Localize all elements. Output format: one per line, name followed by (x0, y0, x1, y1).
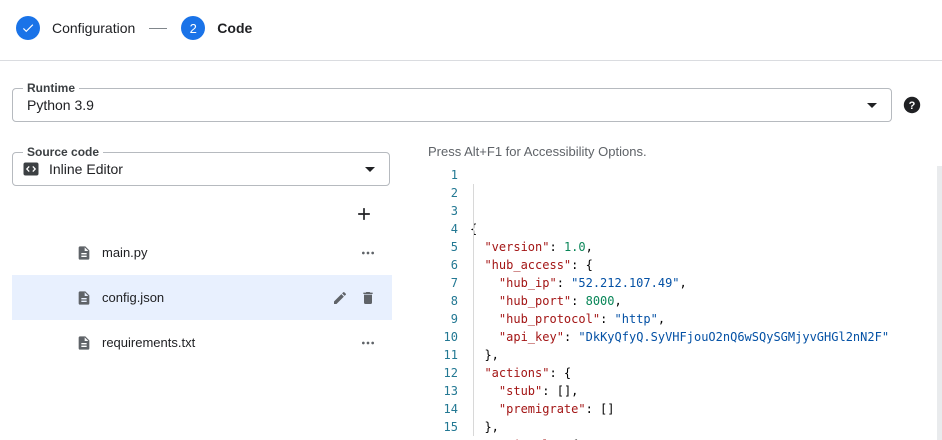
dropdown-caret-icon (365, 166, 375, 172)
step-separator (149, 27, 168, 29)
dropdown-caret-icon (867, 102, 877, 108)
header-divider (0, 60, 942, 61)
step-code[interactable]: 2 Code (181, 16, 252, 40)
delete-file-icon[interactable] (360, 290, 376, 306)
file-name: main.py (102, 245, 148, 260)
file-icon (76, 290, 92, 306)
file-row-main-py[interactable]: main.py (12, 230, 392, 275)
step2-number-badge: 2 (181, 16, 206, 40)
editor-scrollbar[interactable] (937, 166, 942, 440)
file-row-config-json[interactable]: config.json (12, 275, 392, 320)
editor-code[interactable]: { "version": 1.0, "hub_access": { "hub_i… (470, 166, 942, 440)
more-options-icon[interactable] (360, 245, 376, 261)
source-value: Inline Editor (49, 161, 123, 177)
step2-label: Code (217, 20, 253, 36)
accessibility-hint: Press Alt+F1 for Accessibility Options. (428, 144, 647, 159)
file-name: requirements.txt (102, 335, 196, 350)
svg-text:?: ? (909, 100, 916, 112)
editor-panel: Press Alt+F1 for Accessibility Options. … (428, 142, 942, 440)
stepper: Configuration 2 Code (16, 16, 252, 40)
file-list: main.py config.json (12, 230, 392, 365)
source-select[interactable]: Source code Inline Editor (12, 145, 390, 186)
runtime-help-icon[interactable]: ? (903, 96, 921, 114)
runtime-value: Python 3.9 (27, 97, 94, 113)
step1-label: Configuration (52, 20, 136, 36)
more-options-icon[interactable] (360, 335, 376, 351)
runtime-label: Runtime (23, 81, 79, 95)
step-configuration[interactable]: Configuration (16, 16, 135, 40)
file-name: config.json (102, 290, 165, 305)
file-icon (76, 335, 92, 351)
step2-number: 2 (189, 20, 197, 36)
source-label: Source code (23, 145, 104, 159)
file-icon (76, 245, 92, 261)
code-editor-icon (23, 161, 39, 177)
file-row-requirements-txt[interactable]: requirements.txt (12, 320, 392, 365)
step1-check-icon (16, 16, 40, 40)
edit-file-icon[interactable] (332, 290, 348, 306)
add-file-button[interactable] (352, 202, 376, 226)
runtime-select[interactable]: Runtime Python 3.9 (12, 81, 892, 122)
indent-guide (473, 184, 474, 436)
